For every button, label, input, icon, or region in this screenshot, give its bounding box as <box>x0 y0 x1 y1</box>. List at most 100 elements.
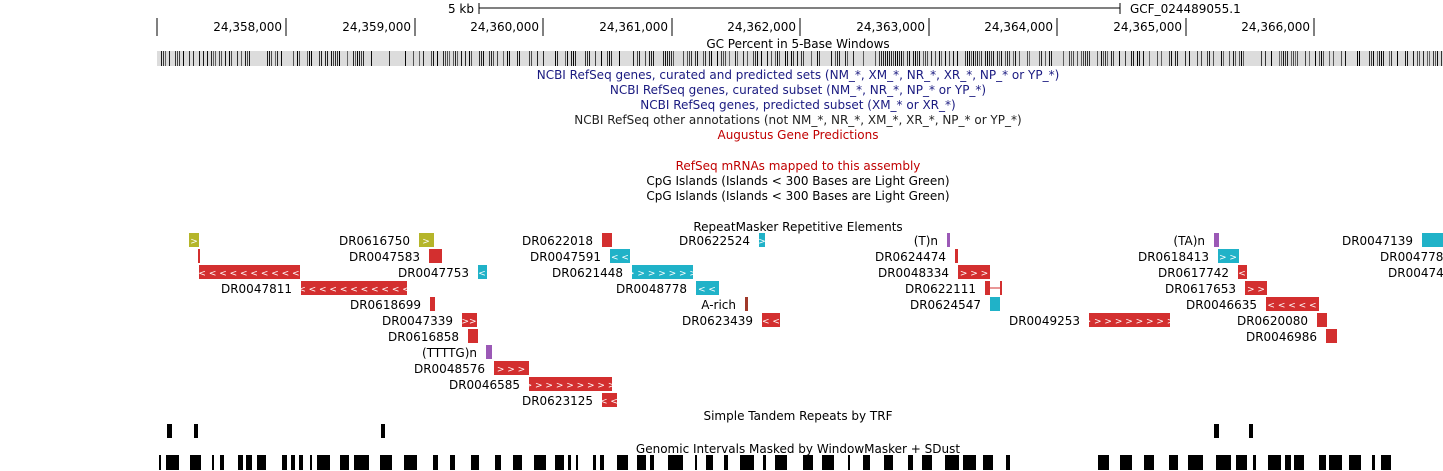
windowmasker-interval[interactable] <box>1098 455 1109 470</box>
repeat-label[interactable]: DR0047339 <box>382 314 453 328</box>
windowmasker-interval[interactable] <box>637 455 646 470</box>
windowmasker-interval[interactable] <box>1236 455 1247 470</box>
repeat-label[interactable]: DR0048576 <box>414 362 485 376</box>
track-title-refseq-mrna[interactable]: RefSeq mRNAs mapped to this assembly <box>676 159 921 173</box>
repeat-label[interactable]: DR0048334 <box>878 266 949 280</box>
repeat-feature[interactable] <box>462 313 477 327</box>
windowmasker-interval[interactable] <box>257 455 266 470</box>
windowmasker-interval[interactable] <box>983 455 993 470</box>
windowmasker-interval[interactable] <box>945 455 959 470</box>
repeat-label[interactable]: DR0046986 <box>1246 330 1317 344</box>
windowmasker-interval[interactable] <box>763 455 766 470</box>
windowmasker-interval[interactable] <box>863 455 870 470</box>
windowmasker-interval[interactable] <box>593 455 596 470</box>
windowmasker-interval[interactable] <box>450 455 455 470</box>
windowmasker-interval[interactable] <box>1216 455 1231 470</box>
windowmasker-interval[interactable] <box>282 455 287 470</box>
repeat-feature[interactable] <box>478 265 487 279</box>
track-title-ncbi-all[interactable]: NCBI RefSeq genes, curated and predicted… <box>537 68 1060 82</box>
repeat-feature[interactable] <box>468 329 478 343</box>
repeat-label[interactable]: DR0047583 <box>349 250 420 264</box>
repeat-label[interactable]: DR0616750 <box>339 234 410 248</box>
repeat-feature[interactable] <box>1266 297 1319 311</box>
windowmasker-interval[interactable] <box>963 455 976 470</box>
windowmasker-interval[interactable] <box>513 455 522 470</box>
repeat-label[interactable]: (TTTTG)n <box>422 346 477 360</box>
repeat-feature[interactable] <box>486 345 492 359</box>
repeat-feature[interactable] <box>419 233 434 247</box>
windowmasker-interval[interactable] <box>775 455 787 470</box>
windowmasker-interval[interactable] <box>212 455 214 470</box>
repeat-feature[interactable] <box>602 393 617 407</box>
repeat-feature[interactable] <box>990 297 1000 311</box>
windowmasker-interval[interactable] <box>568 455 571 470</box>
repeat-feature[interactable] <box>1238 265 1247 279</box>
track-title-augustus[interactable]: Augustus Gene Predictions <box>717 128 878 142</box>
repeat-label[interactable]: DR0623439 <box>682 314 753 328</box>
repeat-feature[interactable] <box>602 233 612 247</box>
repeat-feature[interactable] <box>985 281 990 295</box>
track-title-cpg-2[interactable]: CpG Islands (Islands < 300 Bases are Lig… <box>646 189 949 203</box>
windowmasker-interval[interactable] <box>922 455 932 470</box>
repeat-label[interactable]: DR0622524 <box>679 234 750 248</box>
repeat-label[interactable]: DR0618699 <box>350 298 421 312</box>
windowmasker-interval[interactable] <box>822 455 834 470</box>
track-title-ncbi-other[interactable]: NCBI RefSeq other annotations (not NM_*,… <box>574 113 1021 127</box>
windowmasker-interval[interactable] <box>908 455 913 470</box>
track-title-cpg-1[interactable]: CpG Islands (Islands < 300 Bases are Lig… <box>646 174 949 188</box>
windowmasker-interval[interactable] <box>848 455 850 470</box>
trf-feature[interactable] <box>1214 424 1219 438</box>
track-title-trf[interactable]: Simple Tandem Repeats by TRF <box>703 409 892 423</box>
repeat-label[interactable]: DR0047811 <box>221 282 292 296</box>
repeat-feature[interactable] <box>745 297 748 311</box>
repeat-label[interactable]: DR0046635 <box>1186 298 1257 312</box>
windowmasker-interval[interactable] <box>1294 455 1304 470</box>
windowmasker-interval[interactable] <box>246 455 252 470</box>
repeat-feature[interactable] <box>1317 313 1327 327</box>
repeat-label[interactable]: DR004778 <box>1380 250 1443 264</box>
repeat-feature[interactable] <box>696 281 719 295</box>
windowmasker-interval[interactable] <box>1144 455 1154 470</box>
repeat-label[interactable]: DR0624474 <box>875 250 946 264</box>
repeat-feature[interactable] <box>1214 233 1219 247</box>
repeat-label[interactable]: (TA)n <box>1173 234 1205 248</box>
repeat-feature[interactable] <box>955 249 958 263</box>
repeat-feature[interactable] <box>610 249 630 263</box>
windowmasker-interval[interactable] <box>166 455 179 470</box>
windowmasker-interval[interactable] <box>1319 455 1326 470</box>
windowmasker-interval[interactable] <box>238 455 243 470</box>
repeat-feature[interactable] <box>430 297 435 311</box>
windowmasker-interval[interactable] <box>291 455 295 470</box>
windowmasker-interval[interactable] <box>471 455 479 470</box>
track-title-gc[interactable]: GC Percent in 5-Base Windows <box>706 37 889 51</box>
repeat-label[interactable]: DR0047753 <box>398 266 469 280</box>
repeat-feature[interactable] <box>1422 233 1443 247</box>
repeat-label[interactable]: A-rich <box>701 298 736 312</box>
windowmasker-interval[interactable] <box>495 455 501 470</box>
repeat-label[interactable]: DR0616858 <box>388 330 459 344</box>
windowmasker-interval[interactable] <box>190 455 201 470</box>
repeat-label[interactable]: DR0623125 <box>522 394 593 408</box>
repeat-label[interactable]: DR0047591 <box>530 250 601 264</box>
windowmasker-interval[interactable] <box>668 455 683 470</box>
repeat-feature[interactable] <box>189 233 199 247</box>
repeat-feature[interactable] <box>529 377 612 391</box>
windowmasker-interval[interactable] <box>1285 455 1291 470</box>
windowmasker-interval[interactable] <box>884 455 893 470</box>
windowmasker-interval[interactable] <box>555 455 564 470</box>
windowmasker-interval[interactable] <box>380 455 392 470</box>
repeat-feature[interactable] <box>1000 281 1002 295</box>
windowmasker-interval[interactable] <box>404 455 417 470</box>
repeat-label[interactable]: DR0046585 <box>449 378 520 392</box>
windowmasker-interval[interactable] <box>740 455 754 470</box>
repeat-label[interactable]: DR0048778 <box>616 282 687 296</box>
windowmasker-interval[interactable] <box>1120 455 1132 470</box>
trf-feature[interactable] <box>1249 424 1253 438</box>
track-title-ncbi-curated[interactable]: NCBI RefSeq genes, curated subset (NM_*,… <box>610 83 986 97</box>
track-title-ncbi-predicted[interactable]: NCBI RefSeq genes, predicted subset (XM_… <box>640 98 955 112</box>
repeat-label[interactable]: DR0617653 <box>1165 282 1236 296</box>
windowmasker-interval[interactable] <box>1329 455 1342 470</box>
windowmasker-interval[interactable] <box>220 455 224 470</box>
trf-feature[interactable] <box>381 424 385 438</box>
windowmasker-interval[interactable] <box>310 455 312 470</box>
